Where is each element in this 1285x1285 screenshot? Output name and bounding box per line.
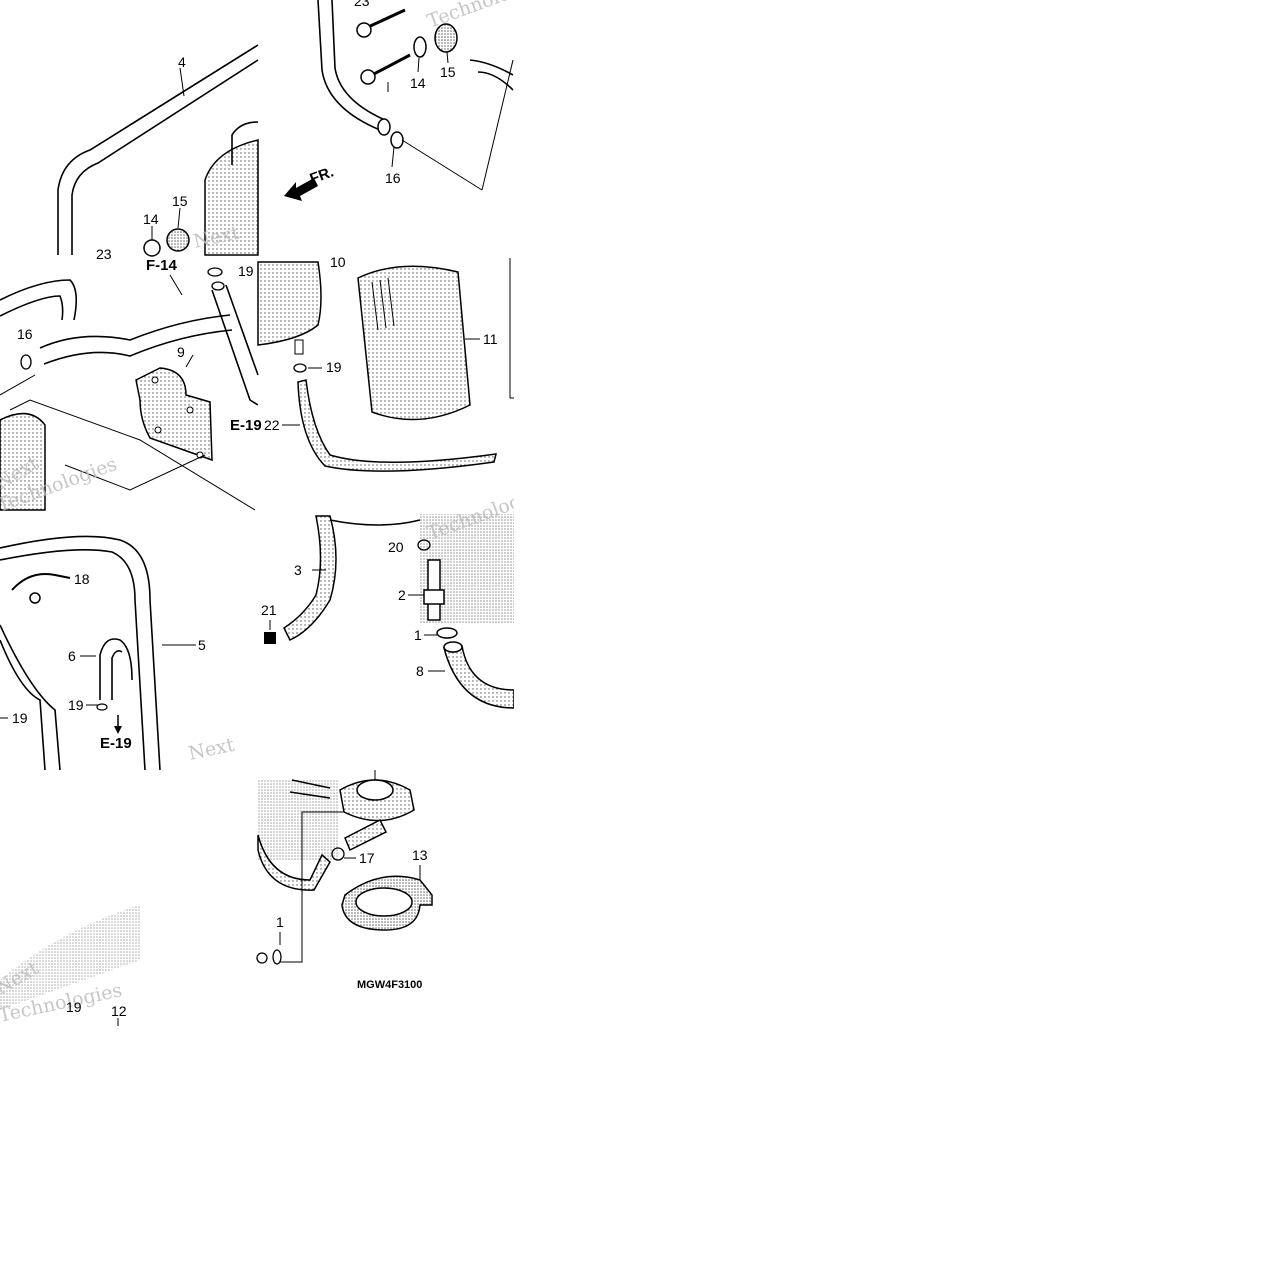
ref-f14: F-14 [146, 257, 178, 274]
band-18 [11, 573, 71, 591]
callout-15: 15 [172, 193, 188, 209]
canister-body [0, 412, 46, 511]
bolt-23-a [365, 8, 406, 30]
ref-e19-a: E-19 [230, 417, 262, 434]
hose-3 [283, 515, 337, 641]
clip-1 [436, 627, 458, 639]
callout-22: 22 [264, 417, 280, 433]
clamp-21 [264, 632, 276, 644]
callout-19-b: 19 [326, 359, 342, 375]
clip-20 [417, 539, 431, 551]
tile-middle-center [257, 258, 514, 472]
callout-2: 2 [398, 587, 406, 603]
hose-6 [99, 638, 133, 700]
tile-bottom-center [264, 514, 515, 709]
callout-16-b: 16 [385, 170, 401, 186]
callout-14-b: 14 [410, 75, 426, 91]
callout-9: 9 [177, 344, 185, 360]
tile-top-left [57, 44, 259, 257]
callout-3: 3 [294, 562, 302, 578]
callout-20: 20 [388, 539, 404, 555]
ref-e19-b: E-19 [100, 735, 132, 752]
front-label: FR. [308, 164, 337, 188]
hose-8 [443, 645, 515, 709]
callout-labels: 4 15 14 23 19 16 9 23 14 15 16 10 11 19 … [12, 0, 498, 1019]
callout-18: 18 [74, 571, 90, 587]
bolt-23-b [371, 53, 411, 77]
protector-11 [357, 265, 471, 421]
grommet-15 [166, 228, 190, 252]
tile-lower-center [256, 770, 433, 965]
tile-lower-left [0, 905, 140, 1026]
hose-22 [297, 379, 497, 472]
hose-5 [0, 535, 161, 771]
callout-11: 11 [483, 331, 498, 347]
grommet-15-b [434, 23, 458, 53]
collar-14 [143, 239, 161, 257]
tile-top-center [284, 0, 514, 201]
canister-10 [257, 261, 322, 346]
canister-top [204, 139, 259, 256]
callout-19: 19 [238, 263, 254, 279]
callout-19-e: 19 [66, 999, 82, 1015]
callout-5: 5 [198, 637, 206, 653]
bracket-9 [135, 367, 213, 462]
callout-14: 14 [143, 211, 159, 227]
callout-17: 17 [359, 850, 375, 866]
callout-13: 13 [412, 847, 428, 863]
logo-wing-icon [0, 905, 140, 1010]
callout-23: 23 [96, 246, 112, 262]
callout-10: 10 [330, 254, 346, 270]
hose-4 [57, 44, 259, 255]
callout-16: 16 [17, 326, 33, 342]
callout-8: 8 [416, 663, 424, 679]
callout-19-c: 19 [68, 697, 84, 713]
hose-1 [257, 834, 331, 891]
clip-19 [293, 363, 307, 373]
clip-17 [331, 847, 345, 861]
drawing-code: MGW4F3100 [357, 979, 422, 991]
callout-15-b: 15 [440, 64, 456, 80]
collar-14-b [413, 36, 427, 58]
tile-bottom-left [0, 535, 196, 771]
reference-labels: F-14 E-19 E-19 [100, 257, 262, 752]
callout-21: 21 [261, 602, 277, 618]
callout-23-b: 23 [354, 0, 370, 9]
callout-1-b: 1 [276, 914, 284, 930]
callout-4: 4 [178, 54, 186, 70]
svg-text:Next: Next [186, 734, 236, 765]
tile-middle-left [0, 267, 259, 511]
callout-6: 6 [68, 648, 76, 664]
callout-19-d: 19 [12, 710, 28, 726]
clip-16 [390, 131, 404, 149]
front-arrow-icon [284, 178, 318, 201]
hose-main [39, 314, 231, 349]
callout-1: 1 [414, 627, 422, 643]
callout-12: 12 [111, 1003, 127, 1019]
